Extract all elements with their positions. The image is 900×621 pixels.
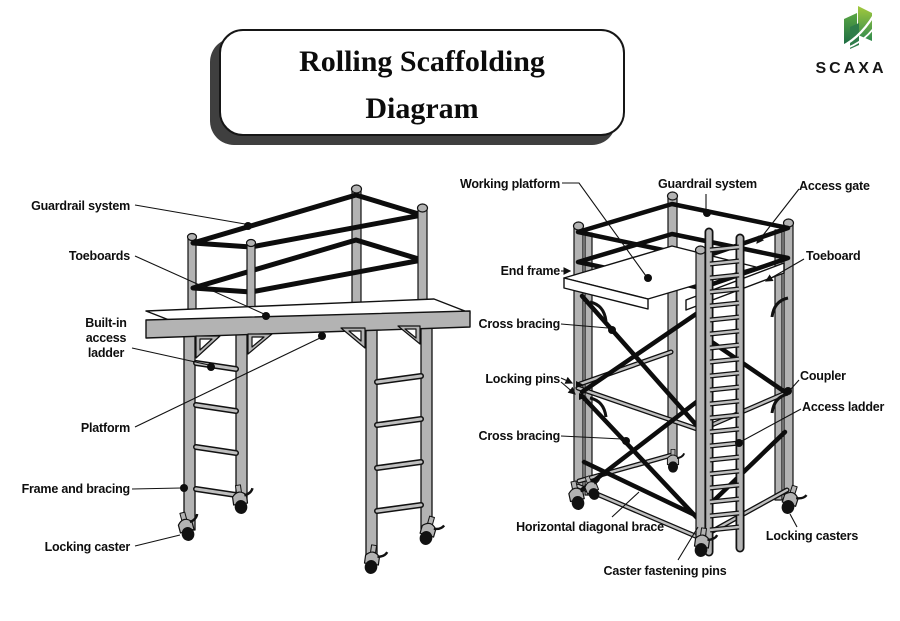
left-scaffold-illustration (145, 184, 471, 578)
label-locking-casters: Locking casters (765, 529, 859, 543)
title-box: Rolling Scaffolding Diagram (219, 29, 625, 136)
label-platform: Platform (80, 421, 130, 435)
label-access-gate: Access gate (799, 179, 870, 193)
label-built-in-access-ladder: Built-in access ladder (85, 316, 127, 360)
label-access-ladder: Access ladder (802, 400, 885, 414)
brand-logo: SCAXA (806, 5, 896, 78)
label-working-platform: Working platform (459, 177, 560, 191)
label-locking-pins: Locking pins (485, 372, 560, 386)
label-coupler: Coupler (800, 369, 846, 383)
left-corner-gussets (195, 325, 421, 359)
label-end-frame: End frame (500, 264, 561, 278)
label-horizontal-diagonal-brace: Horizontal diagonal brace (516, 520, 664, 534)
label-toeboards: Toeboards (68, 249, 130, 263)
label-locking-caster: Locking caster (44, 540, 131, 554)
left-guardrail-rails (190, 192, 425, 295)
label-guardrail-system-right: Guardrail system (658, 177, 757, 191)
tower-frame-arches (589, 296, 789, 418)
left-ladder-rungs (193, 360, 424, 514)
tower-locking-pins (576, 381, 587, 400)
label-toeboard: Toeboard (806, 249, 861, 263)
label-guardrail-system-left: Guardrail system (31, 199, 130, 213)
tower-access-ladder (704, 227, 745, 557)
brand-name: SCAXA (815, 60, 887, 77)
label-cross-bracing-lower: Cross bracing (478, 429, 561, 443)
label-caster-fastening-pins: Caster fastening pins (603, 564, 727, 578)
logo-buildings-icon (833, 6, 877, 53)
label-cross-bracing-upper: Cross bracing (478, 317, 561, 331)
label-frame-and-bracing: Frame and bracing (21, 482, 131, 496)
page-title-line1: Rolling Scaffolding (299, 45, 545, 78)
left-platform (145, 298, 471, 339)
right-scaffold-illustration (563, 191, 810, 561)
left-scaffold-legs (183, 319, 433, 563)
leader-lines (131, 182, 805, 561)
page-title-line2: Diagram (365, 92, 479, 125)
